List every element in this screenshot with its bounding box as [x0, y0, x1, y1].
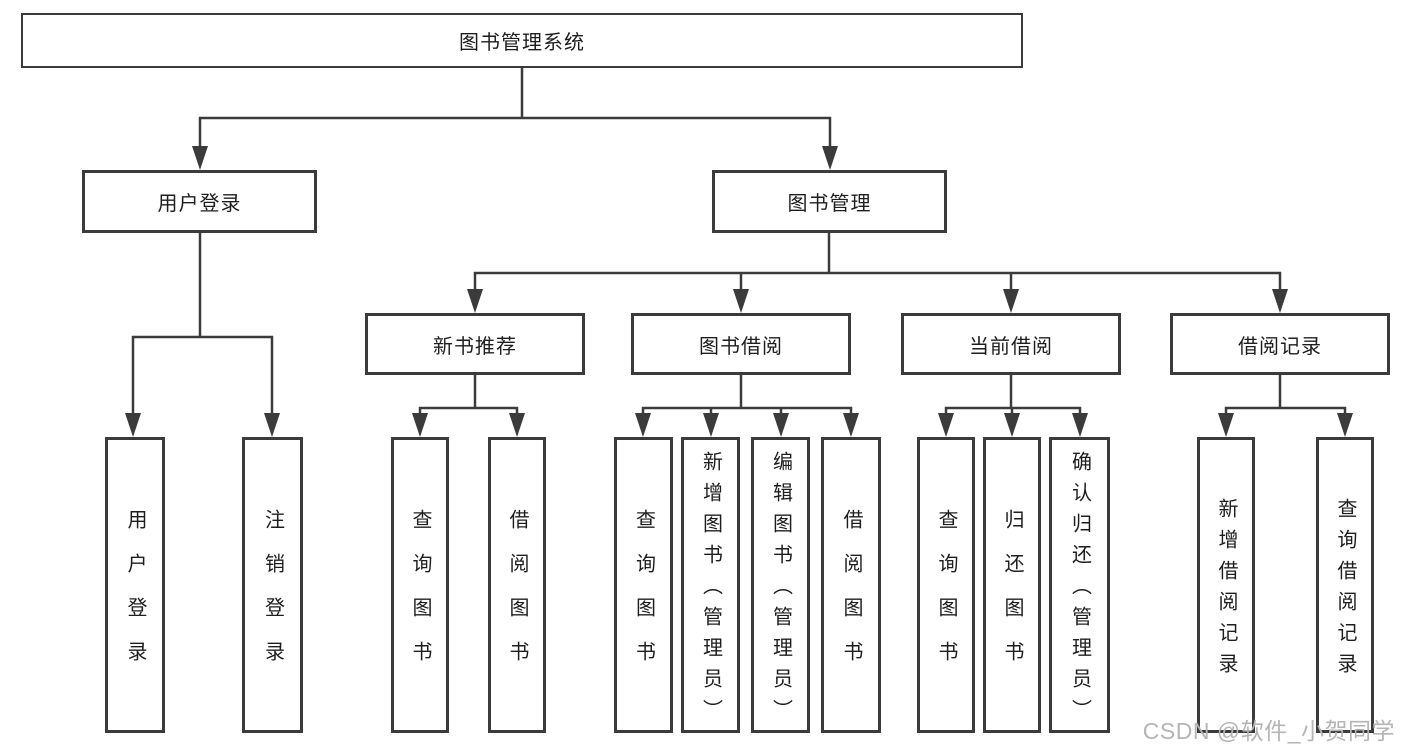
leaf-user-login-label: 用户登录	[124, 509, 146, 685]
section-current-borrowing: 当前借阅	[901, 313, 1121, 375]
leaf-edit-book-admin: 编辑图书（管理员）	[751, 437, 810, 733]
leaf-confirm-return-admin-label: 确认归还（管理员）	[1068, 451, 1091, 730]
leaf-query-books-current-label: 查询图书	[935, 509, 957, 685]
leaf-return-books: 归还图书	[983, 437, 1041, 733]
leaf-borrow-books-borrowing: 借阅图书	[821, 437, 881, 733]
leaf-query-books-current: 查询图书	[917, 437, 975, 733]
section-new-book-recommendation-label: 新书推荐	[433, 335, 517, 358]
leaf-add-book-admin: 新增图书（管理员）	[681, 437, 740, 733]
section-new-book-recommendation: 新书推荐	[365, 313, 585, 375]
section-book-borrowing: 图书借阅	[631, 313, 851, 375]
leaf-logout-label: 注销登录	[261, 509, 284, 685]
leaf-query-books-borrowing: 查询图书	[614, 437, 673, 733]
leaf-add-book-admin-label: 新增图书（管理员）	[699, 451, 722, 730]
branch-book-management: 图书管理	[712, 170, 947, 233]
branch-user-login: 用户登录	[82, 170, 317, 233]
section-borrowing-records: 借阅记录	[1170, 313, 1390, 375]
arrowhead-icons	[125, 146, 1353, 437]
branch-user-login-label: 用户登录	[157, 193, 242, 215]
section-book-borrowing-label: 图书借阅	[699, 335, 783, 358]
leaf-user-login: 用户登录	[105, 437, 165, 733]
leaf-query-borrow-record: 查询借阅记录	[1316, 437, 1374, 733]
leaf-return-books-label: 归还图书	[1001, 509, 1023, 685]
leaf-add-borrow-record: 新增借阅记录	[1197, 437, 1255, 733]
leaf-edit-book-admin-label: 编辑图书（管理员）	[769, 451, 792, 730]
leaf-query-books-recommend: 查询图书	[391, 437, 449, 733]
section-borrowing-records-label: 借阅记录	[1238, 335, 1322, 358]
leaf-confirm-return-admin: 确认归还（管理员）	[1049, 437, 1110, 733]
leaf-query-books-borrowing-label: 查询图书	[632, 509, 655, 685]
leaf-logout: 注销登录	[242, 437, 303, 733]
watermark: CSDN @软件_小贺同学	[1142, 718, 1395, 744]
node-root: 图书管理系统	[21, 13, 1023, 68]
node-root-label: 图书管理系统	[459, 32, 585, 54]
leaf-borrow-books-recommend: 借阅图书	[488, 437, 546, 733]
leaf-add-borrow-record-label: 新增借阅记录	[1215, 497, 1237, 684]
section-current-borrowing-label: 当前借阅	[969, 335, 1053, 358]
tree-connector-paths	[131, 68, 1347, 417]
leaf-borrow-books-recommend-label: 借阅图书	[506, 509, 528, 685]
leaf-query-books-recommend-label: 查询图书	[409, 509, 431, 685]
leaf-query-borrow-record-label: 查询借阅记录	[1334, 497, 1356, 684]
leaf-borrow-books-borrowing-label: 借阅图书	[840, 509, 862, 685]
branch-book-management-label: 图书管理	[787, 193, 872, 215]
